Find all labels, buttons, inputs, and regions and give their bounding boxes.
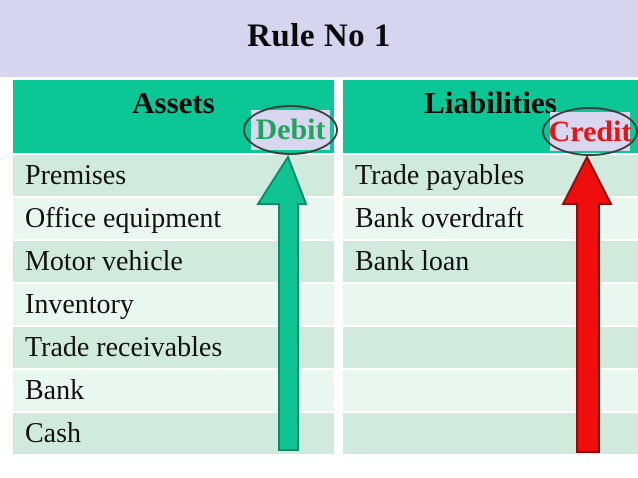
- asset-cell: Cash: [13, 413, 334, 454]
- liability-cell: Bank overdraft: [343, 198, 638, 239]
- liability-cell: Trade payables: [343, 155, 638, 196]
- debit-tag-label: Debit: [255, 113, 326, 146]
- liability-cell: [343, 327, 638, 368]
- asset-cell: Inventory: [13, 284, 334, 325]
- slide-title: Rule No 1: [247, 18, 391, 54]
- assets-header-label: Assets: [132, 85, 215, 120]
- slide-title-banner: Rule No 1: [0, 0, 638, 77]
- asset-cell: Premises: [13, 155, 334, 196]
- asset-cell: Motor vehicle: [13, 241, 334, 282]
- asset-cell: Bank: [13, 370, 334, 411]
- liability-cell: [343, 370, 638, 411]
- liabilities-header-label: Liabilities: [424, 85, 557, 120]
- asset-cell: Trade receivables: [13, 327, 334, 368]
- credit-tag-label: Credit: [548, 114, 632, 148]
- credit-tag: Credit: [542, 107, 638, 156]
- asset-cell: Office equipment: [13, 198, 334, 239]
- liability-cell: Bank loan: [343, 241, 638, 282]
- liability-cell: [343, 284, 638, 325]
- debit-tag: Debit: [243, 105, 338, 155]
- liability-cell: [343, 413, 638, 454]
